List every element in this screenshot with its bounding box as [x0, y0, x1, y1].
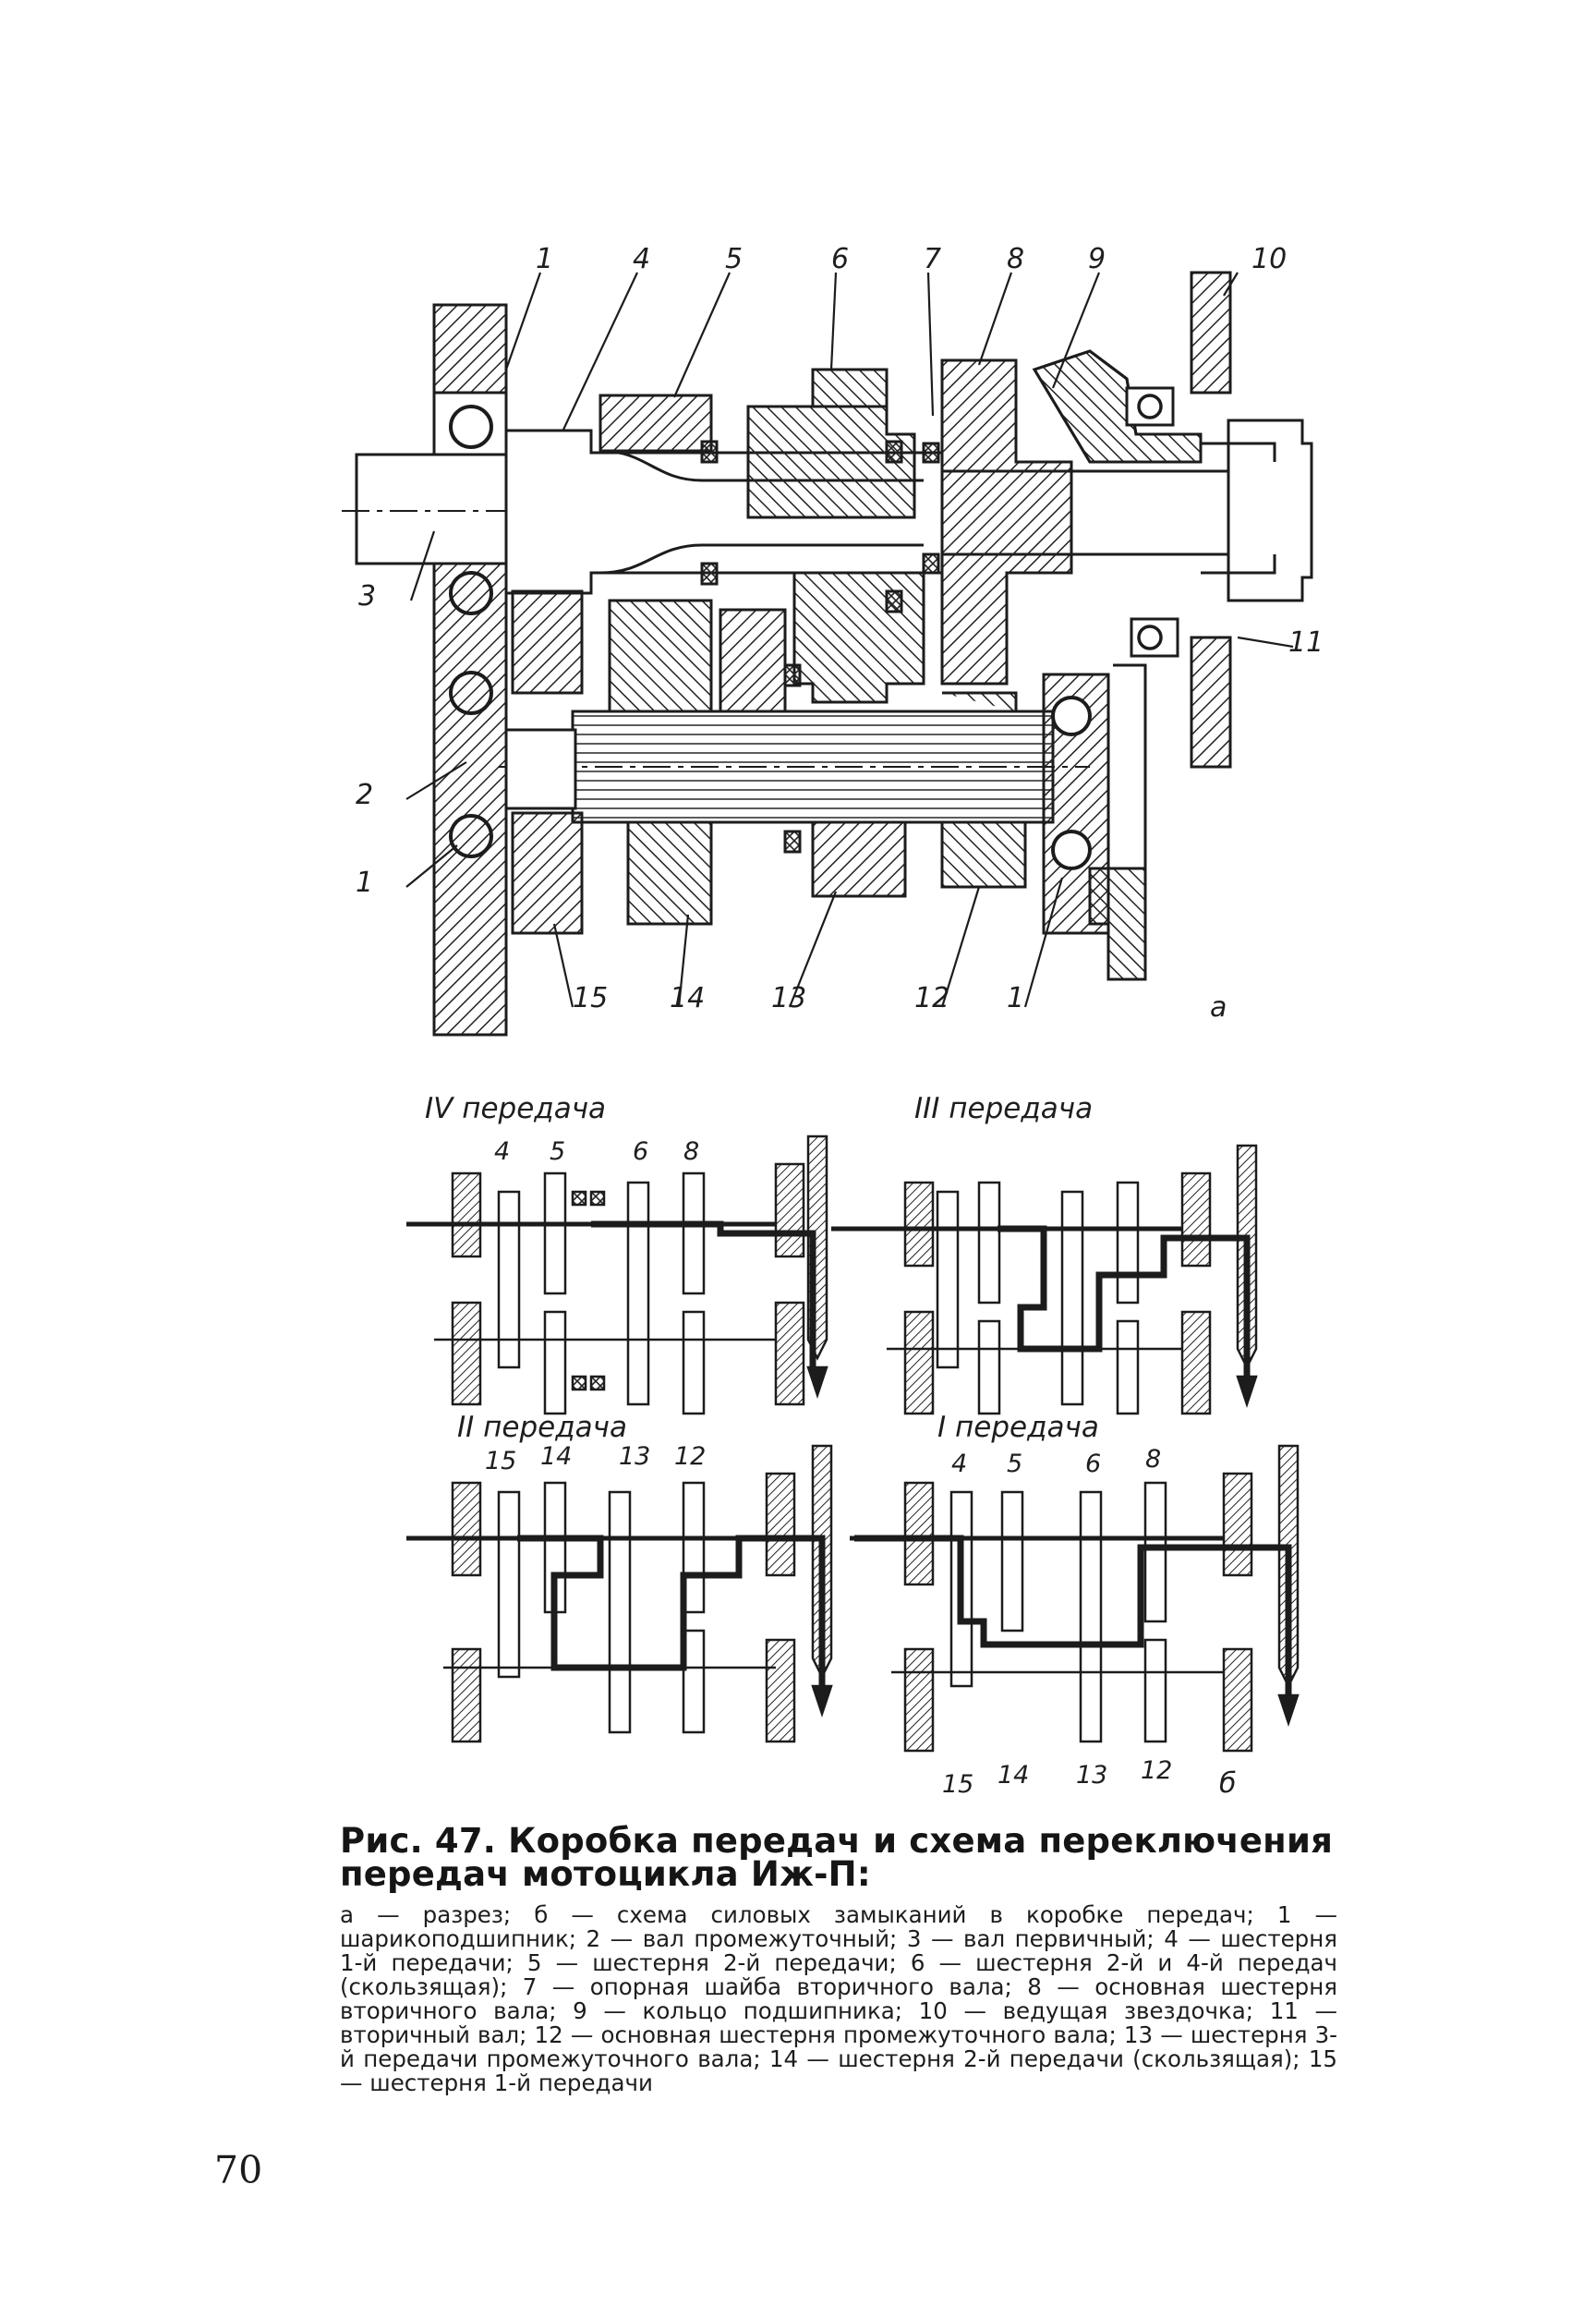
num-12-b: 12 — [1141, 1756, 1172, 1785]
callout-5: 5 — [725, 243, 743, 275]
callout-11: 11 — [1288, 626, 1324, 659]
schematic-panel-4: IV передача 4 5 6 8 15 14 13 — [406, 1092, 828, 1475]
panel-title-3: III передача — [914, 1092, 1093, 1125]
schematic-panel-1: I передача 4 5 6 8 15 14 13 12 б — [850, 1411, 1300, 1800]
num-14-b: 14 — [998, 1761, 1029, 1790]
num-4: 4 — [494, 1137, 510, 1166]
callout-8: 8 — [1007, 243, 1024, 275]
num-6: 6 — [633, 1137, 648, 1166]
num-13: 13 — [619, 1442, 650, 1471]
num-6-b: 6 — [1085, 1450, 1101, 1478]
callout-1: 1 — [536, 243, 553, 275]
num-4-b: 4 — [951, 1450, 967, 1478]
page-number: 70 — [214, 2148, 263, 2192]
callouts-a: 1 4 5 6 7 8 9 10 3 2 1 11 15 14 13 12 1 … — [356, 243, 1324, 1024]
gearbox-cross-section — [342, 271, 1313, 1037]
num-5: 5 — [550, 1137, 565, 1166]
schematic-panel-2: II передача — [406, 1411, 833, 1743]
num-12: 12 — [674, 1442, 706, 1471]
num-8: 8 — [683, 1137, 699, 1166]
callout-6: 6 — [831, 243, 849, 275]
callout-4: 4 — [633, 243, 650, 275]
figure-caption-body: а — разрез; б — схема силовых замыканий … — [340, 1901, 1337, 2096]
panel-letter-b: б — [1219, 1767, 1237, 1800]
callout-9: 9 — [1088, 243, 1106, 275]
panel-letter-a: а — [1210, 991, 1227, 1024]
panel-title-1: I передача — [937, 1411, 1099, 1444]
num-15-b: 15 — [942, 1770, 973, 1799]
panel-title-2: II передача — [457, 1411, 627, 1444]
leader-lines-a — [405, 272, 1294, 1008]
schematic-panel-3: III передача — [831, 1092, 1258, 1415]
figure-caption-title: Рис. 47. Коробка передач и схема переклю… — [340, 1821, 1334, 1894]
num-15: 15 — [485, 1447, 516, 1475]
callout-1-left: 1 — [356, 867, 373, 899]
callout-3: 3 — [358, 580, 376, 613]
num-8-b: 8 — [1145, 1445, 1161, 1474]
panel-title-4: IV передача — [425, 1092, 606, 1125]
num-13-b: 13 — [1076, 1761, 1107, 1790]
callout-1-bottom: 1 — [1007, 982, 1024, 1014]
callout-13: 13 — [771, 982, 806, 1014]
num-5-b: 5 — [1007, 1450, 1022, 1478]
callout-15: 15 — [573, 982, 608, 1014]
callout-2: 2 — [356, 779, 373, 811]
num-14: 14 — [540, 1442, 572, 1471]
callout-7: 7 — [924, 243, 941, 275]
callout-10: 10 — [1251, 243, 1287, 275]
callout-12: 12 — [914, 982, 949, 1014]
callout-14: 14 — [670, 982, 705, 1014]
